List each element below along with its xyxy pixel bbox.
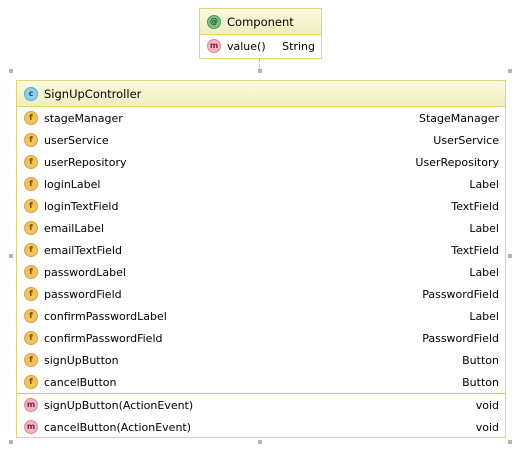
method-row[interactable]: m value() String — [200, 35, 321, 57]
field-type: Label — [469, 221, 499, 235]
field-row[interactable]: f cancelButton Button — [17, 371, 505, 393]
methods-section: m signUpButton(ActionEvent) void m cancelBut… — [17, 394, 505, 438]
field-icon: f — [24, 111, 38, 125]
resize-handle[interactable] — [258, 69, 262, 73]
class-name: SignUpController — [44, 86, 142, 101]
method-type: String — [282, 39, 315, 53]
resize-handle[interactable] — [508, 254, 512, 258]
class-icon: c — [24, 86, 38, 101]
method-row[interactable]: m cancelButton(ActionEvent) void — [17, 416, 505, 438]
annotation-node[interactable]: @ Component m value() String — [199, 8, 322, 59]
field-icon: f — [24, 199, 38, 213]
method-type: void — [475, 420, 499, 434]
field-icon: f — [24, 375, 38, 389]
field-name: signUpButton — [44, 353, 119, 367]
field-row[interactable]: f confirmPasswordLabel Label — [17, 305, 505, 327]
field-type: TextField — [451, 199, 499, 213]
field-name: cancelButton — [44, 375, 117, 389]
field-row[interactable]: f userRepository UserRepository — [17, 151, 505, 173]
field-name: emailTextField — [44, 243, 122, 257]
field-name: confirmPasswordField — [44, 331, 163, 345]
method-name: signUpButton(ActionEvent) — [44, 398, 194, 412]
field-row[interactable]: f emailTextField TextField — [17, 239, 505, 261]
class-header: c SignUpController — [17, 81, 505, 107]
connector-line — [259, 59, 260, 71]
field-icon: f — [24, 265, 38, 279]
field-icon: f — [24, 155, 38, 169]
field-type: Label — [469, 309, 499, 323]
field-type: PasswordField — [422, 331, 499, 345]
annotation-header: @ Component — [200, 9, 321, 35]
method-icon: m — [207, 39, 221, 53]
field-icon: f — [24, 331, 38, 345]
field-name: passwordLabel — [44, 265, 126, 279]
field-name: userRepository — [44, 155, 127, 169]
resize-handle[interactable] — [508, 69, 512, 73]
field-name: stageManager — [44, 111, 123, 125]
method-type: void — [475, 398, 499, 412]
field-name: emailLabel — [44, 221, 105, 235]
annotation-name: Component — [227, 14, 294, 29]
field-type: Label — [469, 265, 499, 279]
field-name: passwordField — [44, 287, 122, 301]
field-icon: f — [24, 177, 38, 191]
field-row[interactable]: f userService UserService — [17, 129, 505, 151]
field-name: userService — [44, 133, 109, 147]
field-name: confirmPasswordLabel — [44, 309, 167, 323]
field-row[interactable]: f loginLabel Label — [17, 173, 505, 195]
field-row[interactable]: f passwordLabel Label — [17, 261, 505, 283]
method-name: cancelButton(ActionEvent) — [44, 420, 192, 434]
field-row[interactable]: f stageManager StageManager — [17, 107, 505, 129]
field-row[interactable]: f confirmPasswordField PasswordField — [17, 327, 505, 349]
field-row[interactable]: f emailLabel Label — [17, 217, 505, 239]
section-divider — [17, 393, 505, 394]
method-icon: m — [24, 420, 38, 434]
field-row[interactable]: f signUpButton Button — [17, 349, 505, 371]
method-name: value() — [227, 39, 266, 53]
resize-handle[interactable] — [258, 440, 262, 444]
field-row[interactable]: f loginTextField TextField — [17, 195, 505, 217]
field-icon: f — [24, 221, 38, 235]
field-type: Label — [469, 177, 499, 191]
field-icon: f — [24, 287, 38, 301]
field-type: UserRepository — [415, 155, 499, 169]
field-type: PasswordField — [422, 287, 499, 301]
field-name: loginTextField — [44, 199, 119, 213]
field-icon: f — [24, 353, 38, 367]
field-name: loginLabel — [44, 177, 101, 191]
class-node[interactable]: c SignUpController f stageManager StageMan… — [16, 80, 506, 438]
resize-handle[interactable] — [9, 69, 13, 73]
field-row[interactable]: f passwordField PasswordField — [17, 283, 505, 305]
field-type: Button — [462, 353, 499, 367]
field-icon: f — [24, 309, 38, 323]
method-icon: m — [24, 398, 38, 412]
field-icon: f — [24, 133, 38, 147]
method-row[interactable]: m signUpButton(ActionEvent) void — [17, 394, 505, 416]
field-type: Button — [462, 375, 499, 389]
field-icon: f — [24, 243, 38, 257]
field-type: TextField — [451, 243, 499, 257]
resize-handle[interactable] — [9, 254, 13, 258]
field-type: UserService — [433, 133, 499, 147]
annotation-icon: @ — [207, 14, 221, 29]
resize-handle[interactable] — [508, 440, 512, 444]
resize-handle[interactable] — [9, 440, 13, 444]
field-type: StageManager — [418, 111, 499, 125]
